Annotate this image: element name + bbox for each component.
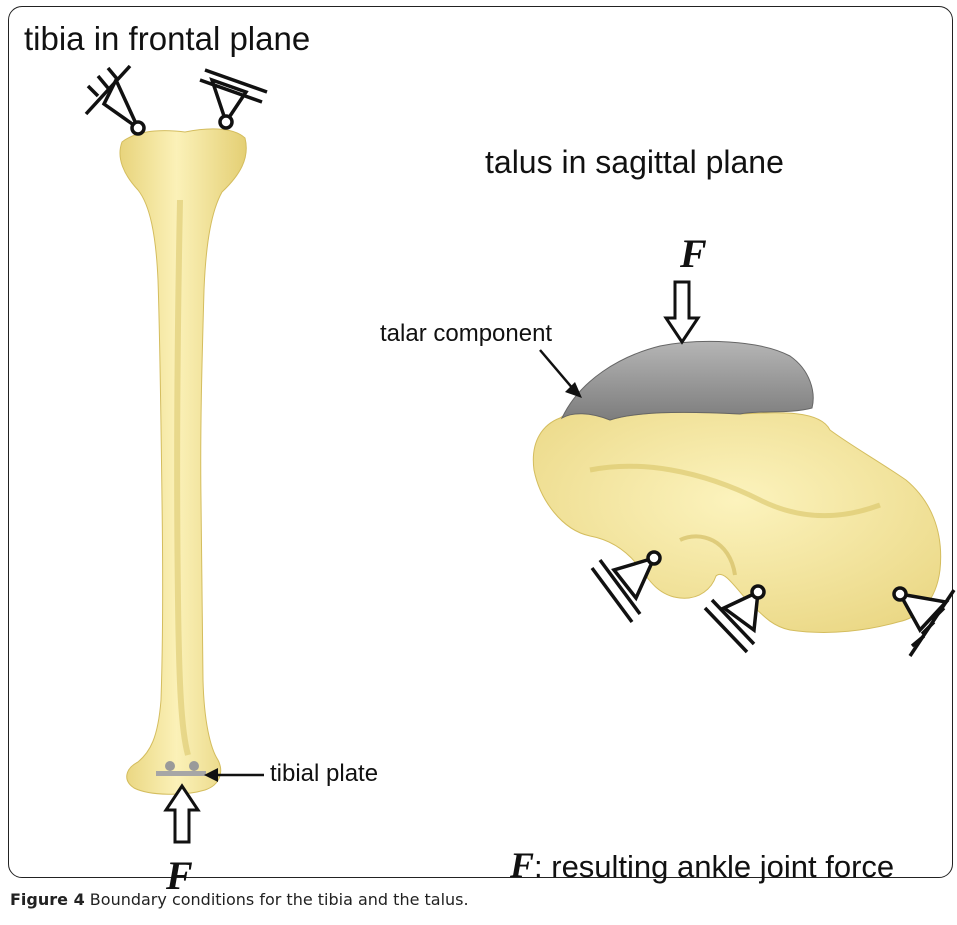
caption-text: Boundary conditions for the tibia and th… (90, 890, 469, 909)
talus-support-fixed-right (894, 588, 954, 656)
legend-force-symbol: F (510, 845, 534, 885)
talar-component-pointer-head (565, 382, 582, 398)
plate-peg-left (165, 761, 175, 771)
force-legend: F: resulting ankle joint force (510, 844, 894, 886)
tibia-title: tibia in frontal plane (24, 20, 310, 58)
tibia-support-sliding (200, 70, 267, 128)
talus-bone (533, 412, 940, 632)
force-arrow-talus (666, 282, 698, 342)
talar-component (562, 341, 813, 420)
caption-figure-label: Figure 4 (10, 890, 85, 909)
talar-component-label: talar component (380, 320, 552, 348)
tibial-plate-label: tibial plate (270, 760, 378, 788)
talar-component-pointer (540, 350, 574, 390)
tibia-support-fixed (86, 66, 144, 134)
talus-support-sliding-middle (705, 586, 764, 652)
force-label-talus: F (680, 230, 707, 277)
figure-caption: Figure 4 Boundary conditions for the tib… (10, 890, 469, 909)
tibial-plate (156, 771, 206, 776)
talus-support-sliding-left (592, 552, 660, 622)
legend-text: : resulting ankle joint force (534, 849, 894, 884)
talus-title: talus in sagittal plane (485, 144, 784, 181)
plate-peg-right (189, 761, 199, 771)
